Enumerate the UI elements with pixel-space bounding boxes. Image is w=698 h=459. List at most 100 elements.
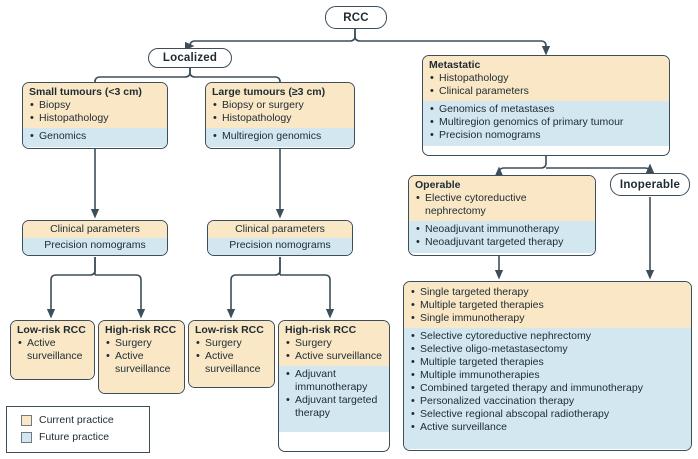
list-item: Active surveillance [195, 350, 268, 376]
large-tumours-future-band: Multiregion genomics [206, 128, 354, 147]
high-risk-right-future-list: Adjuvant immunotherapy Adjuvant targeted… [285, 368, 383, 420]
list-item: Histopathology [29, 112, 161, 125]
list-item: Elective cytoreductive nephrectomy [415, 192, 589, 218]
small-tumours-current-list: Biopsy Histopathology [29, 99, 161, 125]
high-risk-right-current-band: High-risk RCC Surgery Active surveillanc… [279, 321, 389, 366]
list-item: Adjuvant targeted therapy [285, 394, 383, 420]
list-item: Precision nomograms [429, 129, 663, 142]
list-item: Selective oligo-metastasectomy [410, 343, 685, 356]
node-clinical-parameters-right[interactable]: Clinical parameters Precision nomograms [207, 220, 353, 256]
clinical-left-current-band: Clinical parameters [23, 221, 167, 238]
clinical-right-future-label: Precision nomograms [229, 239, 331, 251]
operable-header: Operable [415, 179, 461, 191]
high-risk-right-header: High-risk RCC [285, 324, 357, 336]
low-risk-left-current-band: Low-risk RCC Active surveillance [11, 321, 94, 379]
high-risk-left-current-list: Surgery Active surveillance [105, 337, 178, 376]
large-tumours-future-list: Multiregion genomics [212, 130, 348, 143]
node-therapies[interactable]: Single targeted therapy Multiple targete… [403, 281, 692, 451]
list-item: Genomics of metastases [429, 103, 663, 116]
operable-current-band: Operable Elective cytoreductive nephrect… [409, 176, 595, 221]
node-metastatic[interactable]: Metastatic Histopathology Clinical param… [422, 55, 670, 156]
list-item: Personalized vaccination therapy [410, 395, 685, 408]
clinical-left-future-label: Precision nomograms [44, 239, 146, 251]
legend-swatch-future-icon [21, 432, 32, 443]
clinical-right-current-band: Clinical parameters [208, 221, 352, 238]
operable-future-list: Neoadjuvant immunotherapy Neoadjuvant ta… [415, 223, 589, 249]
operable-future-band: Neoadjuvant immunotherapy Neoadjuvant ta… [409, 221, 595, 253]
therapies-current-list: Single targeted therapy Multiple targete… [410, 286, 685, 325]
list-item: Single targeted therapy [410, 286, 685, 299]
therapies-future-list: Selective cytoreductive nephrectomy Sele… [410, 330, 685, 434]
node-inoperable-label: Inoperable [619, 178, 681, 191]
node-rcc[interactable]: RCC [325, 6, 387, 29]
legend-label-future: Future practice [39, 431, 110, 443]
list-item: Histopathology [212, 112, 348, 125]
small-tumours-header: Small tumours (<3 cm) [29, 86, 142, 98]
list-item: Combined targeted therapy and immunother… [410, 382, 685, 395]
list-item: Active surveillance [17, 337, 88, 363]
node-clinical-parameters-left[interactable]: Clinical parameters Precision nomograms [22, 220, 168, 256]
node-rcc-label: RCC [343, 11, 369, 24]
list-item: Single immunotherapy [410, 312, 685, 325]
node-low-risk-rcc-right[interactable]: Low-risk RCC Surgery Active surveillance [188, 320, 275, 388]
list-item: Multiple targeted therapies [410, 356, 685, 369]
low-risk-right-current-list: Surgery Active surveillance [195, 337, 268, 376]
legend: Current practice Future practice [6, 406, 150, 453]
list-item: Clinical parameters [429, 85, 663, 98]
list-item: Histopathology [429, 72, 663, 85]
list-item: Multiregion genomics [212, 130, 348, 143]
clinical-left-current-label: Clinical parameters [50, 223, 140, 235]
node-operable[interactable]: Operable Elective cytoreductive nephrect… [408, 175, 596, 256]
list-item: Selective regional abscopal radiotherapy [410, 408, 685, 421]
small-tumours-future-list: Genomics [29, 130, 161, 143]
large-tumours-header: Large tumours (≥3 cm) [212, 86, 326, 98]
small-tumours-future-band: Genomics [23, 128, 167, 147]
clinical-right-current-label: Clinical parameters [235, 223, 325, 235]
list-item: Active surveillance [410, 421, 685, 434]
list-item: Active surveillance [285, 350, 383, 363]
list-item: Adjuvant immunotherapy [285, 368, 383, 394]
list-item: Neoadjuvant targeted therapy [415, 236, 589, 249]
small-tumours-current-band: Small tumours (<3 cm) Biopsy Histopathol… [23, 83, 167, 128]
therapies-current-band: Single targeted therapy Multiple targete… [404, 282, 691, 328]
low-risk-left-current-list: Active surveillance [17, 337, 88, 363]
node-inoperable[interactable]: Inoperable [610, 173, 690, 196]
metastatic-header: Metastatic [429, 59, 481, 71]
node-high-risk-rcc-left[interactable]: High-risk RCC Surgery Active surveillanc… [98, 320, 185, 394]
metastatic-current-band: Metastatic Histopathology Clinical param… [423, 56, 669, 101]
list-item: Surgery [195, 337, 268, 350]
high-risk-left-header: High-risk RCC [105, 324, 177, 336]
list-item: Surgery [105, 337, 178, 350]
high-risk-right-future-band: Adjuvant immunotherapy Adjuvant targeted… [279, 366, 389, 432]
node-large-tumours[interactable]: Large tumours (≥3 cm) Biopsy or surgery … [205, 82, 355, 149]
metastatic-future-list: Genomics of metastases Multiregion genom… [429, 103, 663, 142]
low-risk-left-header: Low-risk RCC [17, 324, 86, 336]
large-tumours-current-band: Large tumours (≥3 cm) Biopsy or surgery … [206, 83, 354, 128]
therapies-future-band: Selective cytoreductive nephrectomy Sele… [404, 328, 691, 449]
operable-current-list: Elective cytoreductive nephrectomy [415, 192, 589, 218]
node-localized[interactable]: Localized [148, 48, 232, 68]
legend-label-current: Current practice [39, 414, 114, 426]
legend-swatch-current-icon [21, 415, 32, 426]
list-item: Biopsy or surgery [212, 99, 348, 112]
list-item: Active surveillance [105, 350, 178, 376]
list-item: Multiple targeted therapies [410, 299, 685, 312]
list-item: Selective cytoreductive nephrectomy [410, 330, 685, 343]
low-risk-right-header: Low-risk RCC [195, 324, 264, 336]
list-item: Biopsy [29, 99, 161, 112]
node-low-risk-rcc-left[interactable]: Low-risk RCC Active surveillance [10, 320, 95, 380]
list-item: Multiple immunotherapies [410, 369, 685, 382]
high-risk-left-current-band: High-risk RCC Surgery Active surveillanc… [99, 321, 184, 393]
legend-item-current: Current practice [21, 412, 149, 429]
metastatic-current-list: Histopathology Clinical parameters [429, 72, 663, 98]
node-small-tumours[interactable]: Small tumours (<3 cm) Biopsy Histopathol… [22, 82, 168, 149]
node-localized-label: Localized [162, 52, 218, 64]
list-item: Neoadjuvant immunotherapy [415, 223, 589, 236]
list-item: Genomics [29, 130, 161, 143]
list-item: Surgery [285, 337, 383, 350]
metastatic-future-band: Genomics of metastases Multiregion genom… [423, 101, 669, 146]
high-risk-right-current-list: Surgery Active surveillance [285, 337, 383, 363]
node-high-risk-rcc-right[interactable]: High-risk RCC Surgery Active surveillanc… [278, 320, 390, 452]
low-risk-right-current-band: Low-risk RCC Surgery Active surveillance [189, 321, 274, 387]
